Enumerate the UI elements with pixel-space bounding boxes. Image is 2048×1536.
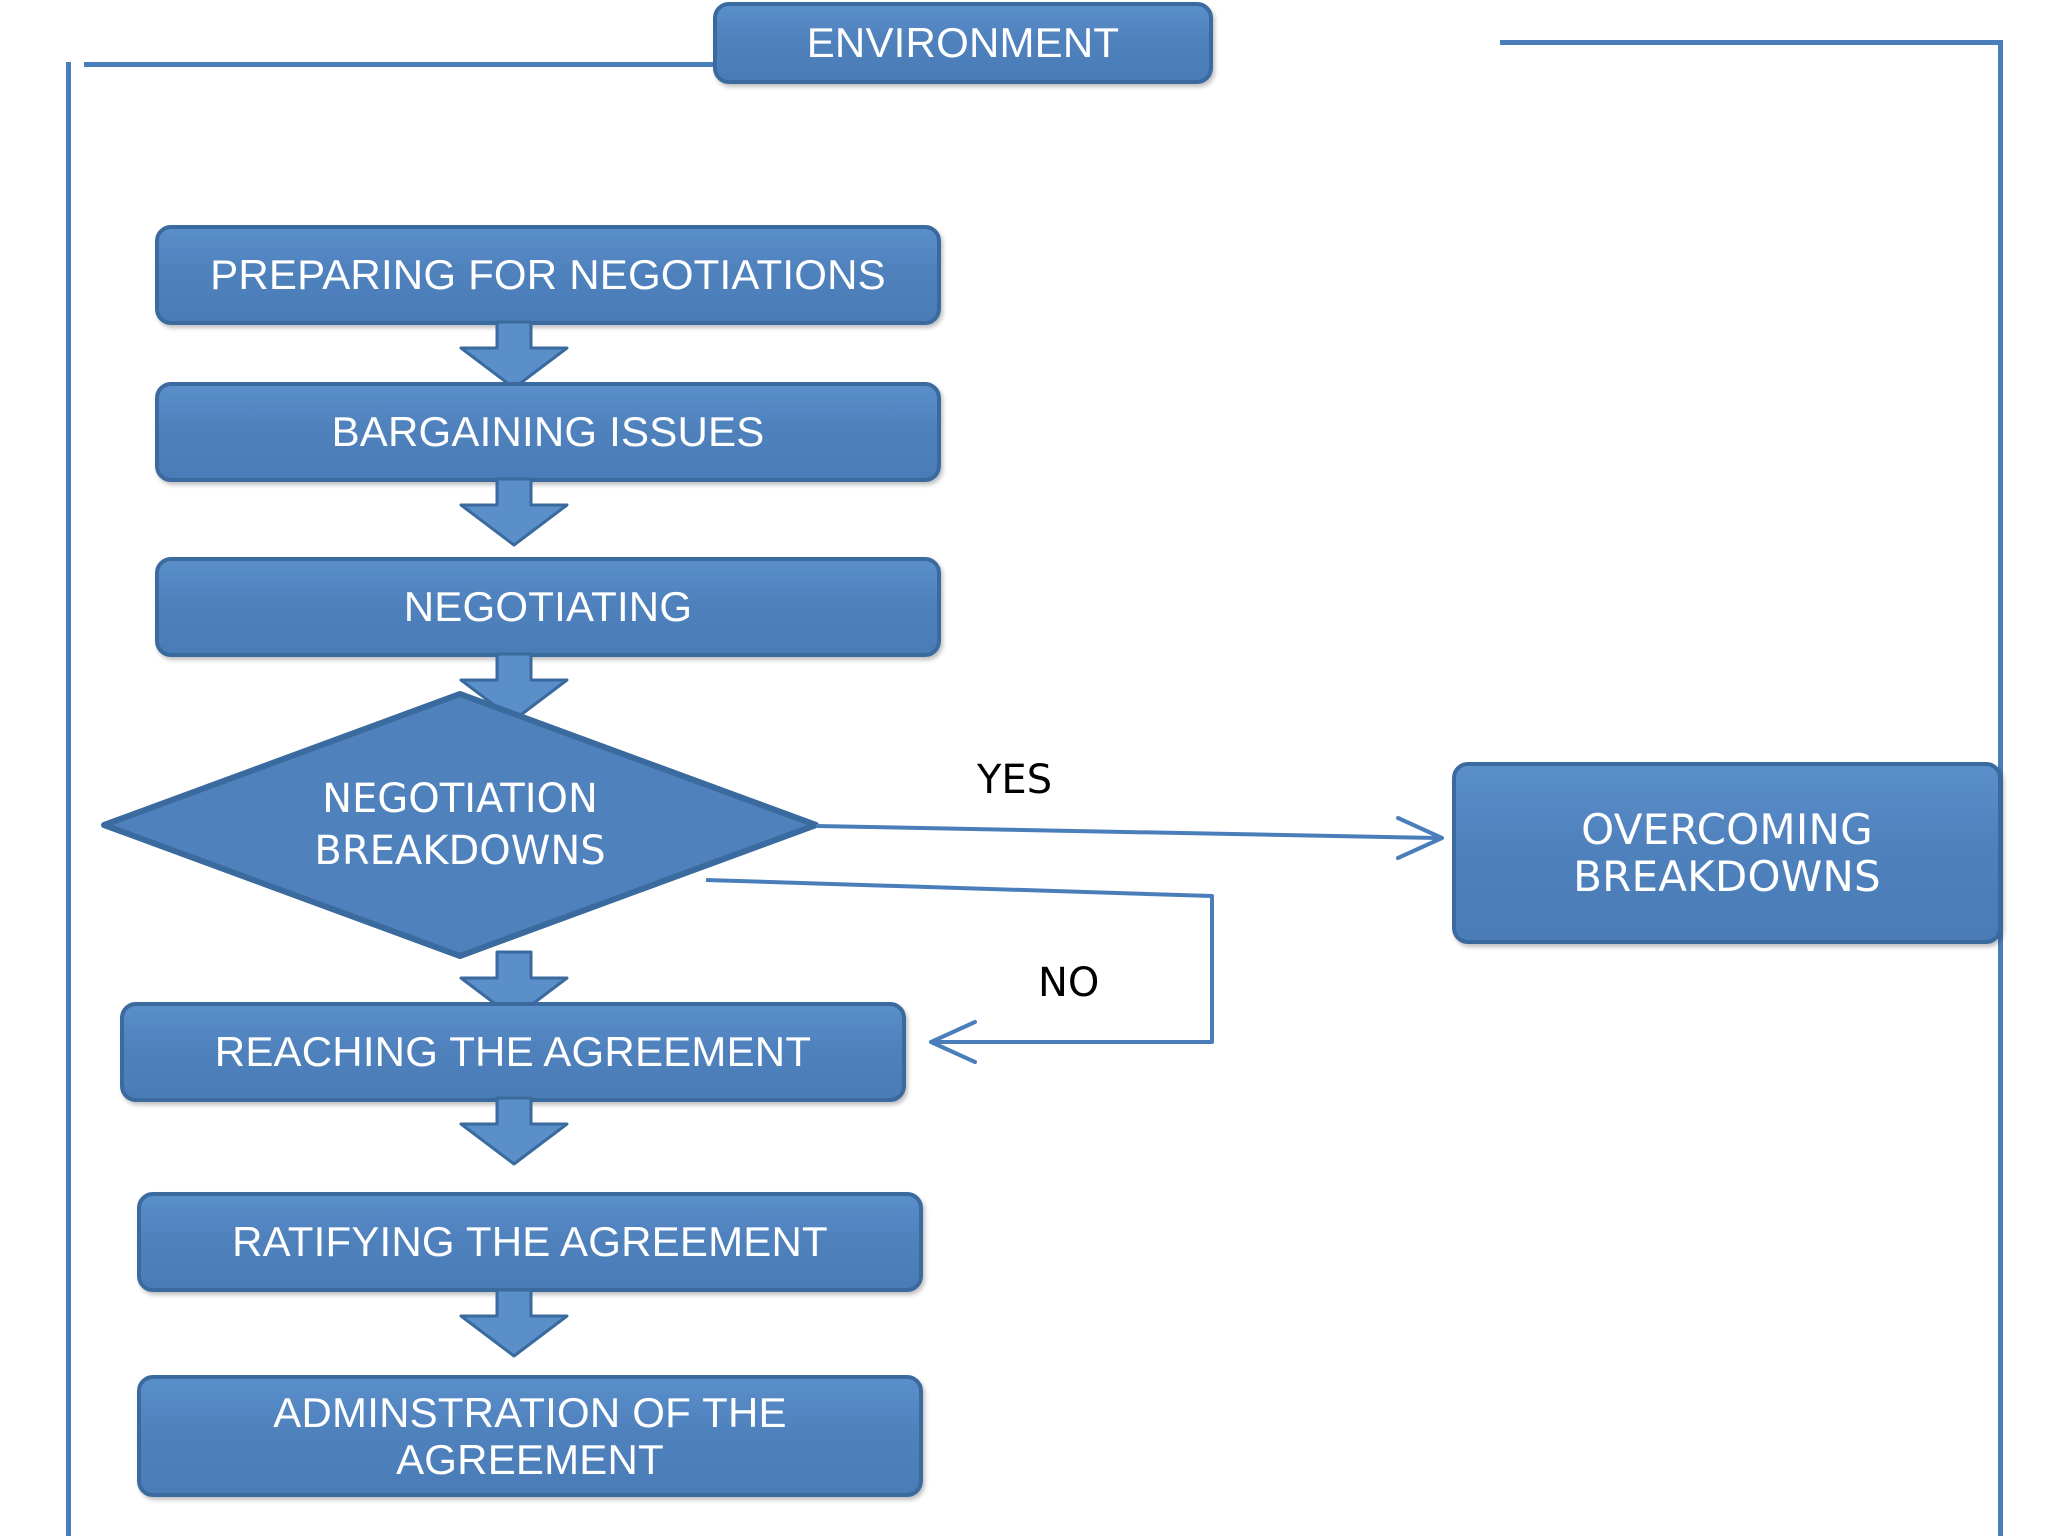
node-ratifying-the-agreement[interactable]: RATIFYING THE AGREEMENT bbox=[137, 1192, 923, 1292]
node-administration-line-1: ADMINSTRATION OF THE bbox=[273, 1388, 787, 1436]
environment-frame-left-border bbox=[66, 62, 71, 1536]
edge-label-yes: YES bbox=[977, 757, 1053, 803]
block-arrow-down-icon-5 bbox=[459, 1096, 569, 1166]
environment-frame-top-right-border bbox=[1500, 40, 2000, 45]
block-arrow-down-icon-4 bbox=[459, 950, 569, 1020]
block-arrow-down-icon-2 bbox=[459, 477, 569, 547]
node-overcoming-breakdowns[interactable]: OVERCOMING BREAKDOWNS bbox=[1452, 762, 2002, 944]
node-administration-line-2: AGREEMENT bbox=[396, 1436, 664, 1483]
edge-label-no: NO bbox=[1038, 960, 1100, 1006]
node-bargaining-issues[interactable]: BARGAINING ISSUES bbox=[155, 382, 941, 482]
environment-frame-top-left-border bbox=[84, 62, 718, 67]
node-preparing-for-negotiations[interactable]: PREPARING FOR NEGOTIATIONS bbox=[155, 225, 941, 325]
node-environment[interactable]: ENVIRONMENT bbox=[713, 2, 1213, 84]
node-overcoming-breakdowns-line-2: BREAKDOWNS bbox=[1573, 852, 1881, 901]
block-arrow-down-icon-1 bbox=[459, 320, 569, 390]
block-arrow-down-icon-3 bbox=[459, 652, 569, 722]
node-overcoming-breakdowns-line-1: OVERCOMING bbox=[1581, 804, 1873, 854]
node-reaching-the-agreement[interactable]: REACHING THE AGREEMENT bbox=[120, 1002, 906, 1102]
block-arrow-down-icon-6 bbox=[459, 1288, 569, 1358]
node-negotiation-breakdowns[interactable]: NEGOTIATION BREAKDOWNS bbox=[100, 690, 820, 960]
node-administration-of-the-agreement[interactable]: ADMINSTRATION OF THE AGREEMENT bbox=[137, 1375, 923, 1497]
node-negotiating[interactable]: NEGOTIATING bbox=[155, 557, 941, 657]
edge-yes-to-overcoming bbox=[815, 816, 1444, 860]
